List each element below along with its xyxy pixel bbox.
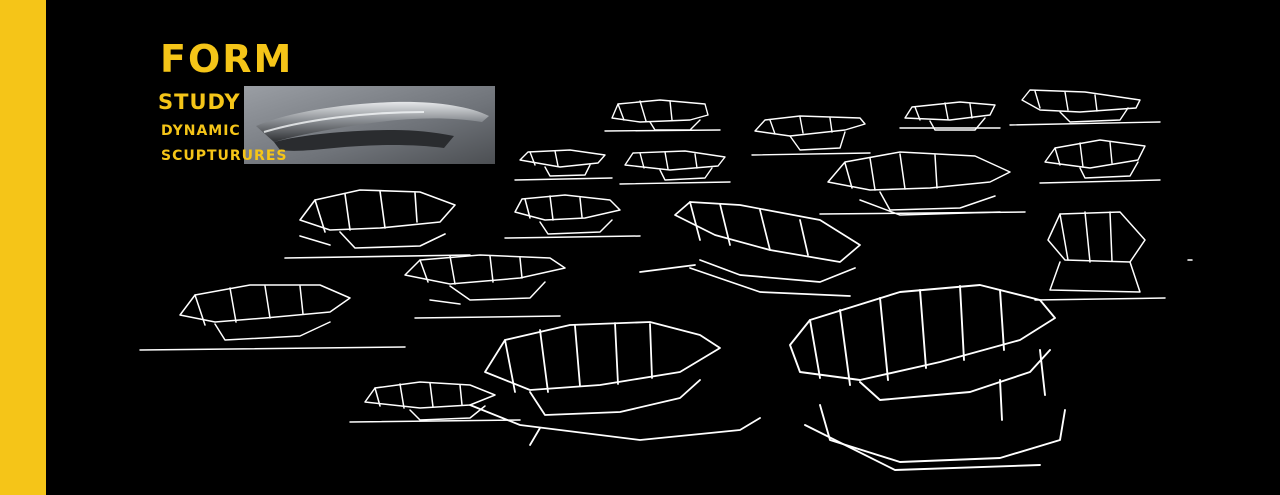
sketch-form-14 bbox=[139, 284, 406, 351]
sketch-form-12 bbox=[1034, 211, 1166, 301]
sketch-form-11 bbox=[639, 201, 861, 297]
page-subtitle: STUDY bbox=[158, 90, 241, 114]
subtitle-line-sculptures: SCUPTURURES bbox=[161, 148, 288, 164]
sketch-form-3 bbox=[899, 101, 1001, 131]
sketch-form-7 bbox=[1039, 139, 1161, 184]
render-thumbnail bbox=[244, 86, 495, 164]
sketch-form-16 bbox=[349, 381, 521, 423]
subtitle-line-dynamic: DYNAMIC bbox=[161, 123, 241, 139]
sketch-form-6 bbox=[619, 150, 731, 185]
sketch-form-2 bbox=[751, 115, 871, 156]
sketch-form-15 bbox=[469, 321, 761, 446]
page-title: FORM bbox=[160, 37, 294, 81]
sketch-form-10 bbox=[504, 194, 641, 239]
sketch-form-4 bbox=[1009, 89, 1161, 126]
sketch-form-17 bbox=[789, 284, 1066, 471]
sketch-form-8 bbox=[819, 151, 1026, 216]
sketch-form-13 bbox=[404, 254, 566, 319]
accent-side-bar bbox=[0, 0, 46, 495]
sketch-form-1 bbox=[604, 99, 721, 132]
sketch-form-9 bbox=[284, 189, 471, 259]
sketch-form-5 bbox=[514, 149, 613, 181]
